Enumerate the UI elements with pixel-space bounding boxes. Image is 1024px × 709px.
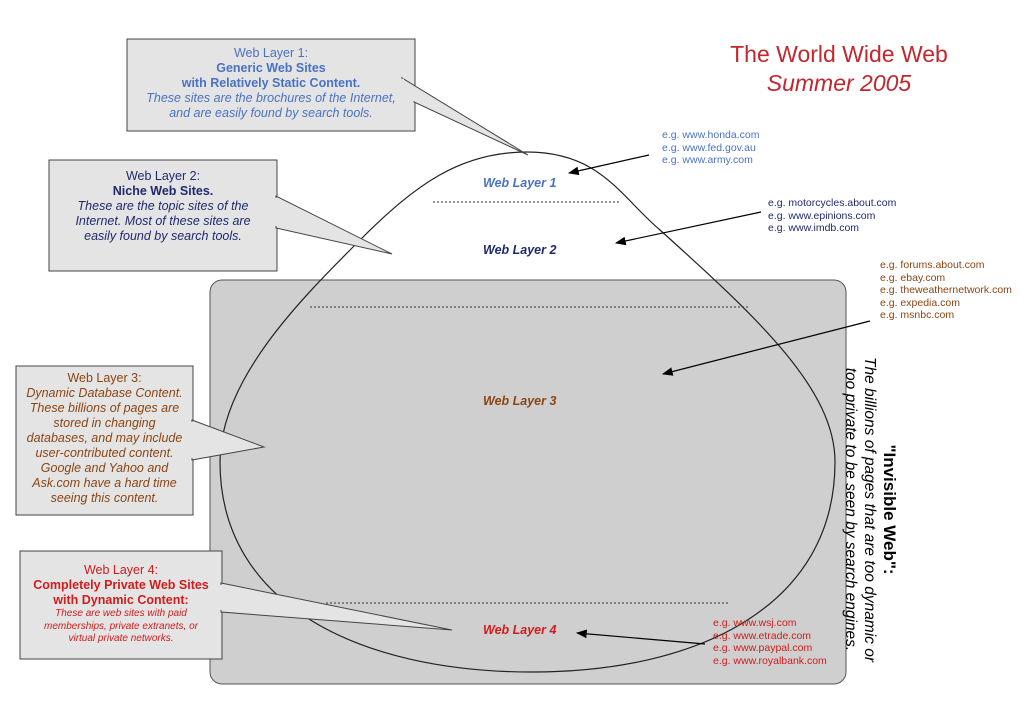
diagram-title: The World Wide Web Summer 2005: [706, 40, 972, 98]
layer-label-3: Web Layer 3: [483, 394, 557, 408]
callout-layer1-desc1: These sites are the brochures of the Int…: [146, 91, 396, 105]
callout-layer3-line6: Google and Yahoo and: [40, 461, 169, 475]
callout-layer1: Web Layer 1: Generic Web Sites with Rela…: [127, 46, 415, 121]
callout-layer4-desc1: These are web sites with paid: [55, 608, 187, 619]
example-item: e.g. www.epinions.com: [768, 209, 876, 222]
callout-pointer-layer1: [400, 76, 529, 156]
example-item: e.g. ebay.com: [880, 271, 946, 284]
callout-layer4: Web Layer 4: Completely Private Web Site…: [20, 563, 222, 646]
example-arrow-layer1: [567, 154, 650, 176]
callout-layer3-line3: stored in changing: [53, 416, 156, 430]
callout-box-layer3: [15, 365, 194, 516]
callout-layer4-desc3: virtual private networks.: [68, 633, 174, 644]
layer-label-4: Web Layer 4: [483, 623, 557, 637]
example-item: e.g. forums.about.com: [880, 259, 985, 271]
callout-layer3: Web Layer 3: Dynamic Database Content. T…: [16, 371, 193, 506]
callout-layer2-desc3: easily found by search tools.: [84, 229, 242, 243]
callout-box-layer1: [126, 38, 416, 132]
invisible-web-line2: too private to be seen by search engines…: [842, 367, 859, 652]
callout-layer4-title: Completely Private Web Sites: [33, 578, 209, 592]
example-item: e.g. www.honda.com: [662, 129, 760, 141]
callout-layer3-line1: Dynamic Database Content.: [26, 386, 183, 400]
layer-label-1: Web Layer 1: [483, 176, 557, 190]
example-arrow-layer4: [575, 629, 706, 645]
callout-layer2: Web Layer 2: Niche Web Sites. These are …: [49, 169, 277, 244]
callout-layer2-desc1: These are the topic sites of the: [77, 199, 249, 213]
callout-layer4-heading: Web Layer 4:: [83, 563, 159, 577]
callout-box-layer4: [19, 550, 223, 660]
callout-layer3-line7: Ask.com have a hard time: [32, 476, 177, 490]
title-line2: Summer 2005: [766, 70, 912, 96]
callout-layer4-desc2: memberships, private extranets, or: [44, 620, 198, 632]
web-teardrop-shape: [219, 151, 836, 673]
example-arrow-layer3: [661, 320, 871, 376]
callout-layer1-desc2: and are easily found by search tools.: [169, 106, 373, 120]
example-item: e.g. expedia.com: [880, 296, 960, 309]
callout-layer3-line8: seeing this content.: [50, 491, 159, 505]
example-item: e.g. theweathernetwork.com: [880, 284, 1012, 296]
invisible-web-heading: "Invisible Web":: [880, 444, 899, 575]
examples-layer2: e.g. motorcycles.about.com e.g. www.epin…: [768, 197, 896, 235]
callout-layer1-title: Generic Web Sites: [216, 61, 326, 75]
example-item: e.g. www.etrade.com: [713, 629, 812, 642]
callout-layer4-title2: with Dynamic Content:: [53, 593, 189, 607]
example-arrow-layer2: [614, 211, 762, 246]
invisible-web-region: [209, 279, 847, 685]
callout-layer1-heading: Web Layer 1:: [233, 46, 309, 60]
example-item: e.g. motorcycles.about.com: [768, 197, 897, 209]
callout-layer3-line5: user-contributed content.: [35, 446, 174, 460]
examples-layer1: e.g. www.honda.com e.g. www.fed.gov.au e…: [662, 129, 759, 167]
title-line1: The World Wide Web: [730, 41, 948, 67]
invisible-web-line1: The billions of pages that are too dynam…: [861, 357, 878, 663]
examples-layer4: e.g. www.wsj.com e.g. www.etrade.com e.g…: [713, 617, 827, 667]
example-item: e.g. www.paypal.com: [713, 642, 813, 654]
callout-layer2-title: Niche Web Sites.: [112, 184, 214, 198]
callout-layer3-line2: These billions of pages are: [29, 401, 180, 415]
examples-layer3: e.g. forums.about.com e.g. ebay.com e.g.…: [880, 259, 1012, 322]
example-item: e.g. www.imdb.com: [768, 222, 860, 234]
callout-layer2-heading: Web Layer 2:: [125, 169, 201, 183]
callout-layer1-title2: with Relatively Static Content.: [181, 76, 361, 90]
example-item: e.g. msnbc.com: [880, 309, 955, 321]
example-item: e.g. www.army.com: [662, 154, 753, 166]
example-item: e.g. www.fed.gov.au: [662, 141, 756, 154]
example-item: e.g. www.wsj.com: [713, 617, 797, 629]
invisible-web-caption: "Invisible Web": The billions of pages t…: [841, 357, 900, 662]
callout-layer3-line4: databases, and may include: [26, 431, 183, 445]
callout-layer2-desc2: Internet. Most of these sites are: [75, 214, 251, 228]
example-item: e.g. www.royalbank.com: [713, 654, 827, 667]
callout-layer3-heading: Web Layer 3:: [67, 371, 142, 385]
layer-label-2: Web Layer 2: [483, 243, 557, 257]
callout-box-layer2: [48, 159, 278, 272]
